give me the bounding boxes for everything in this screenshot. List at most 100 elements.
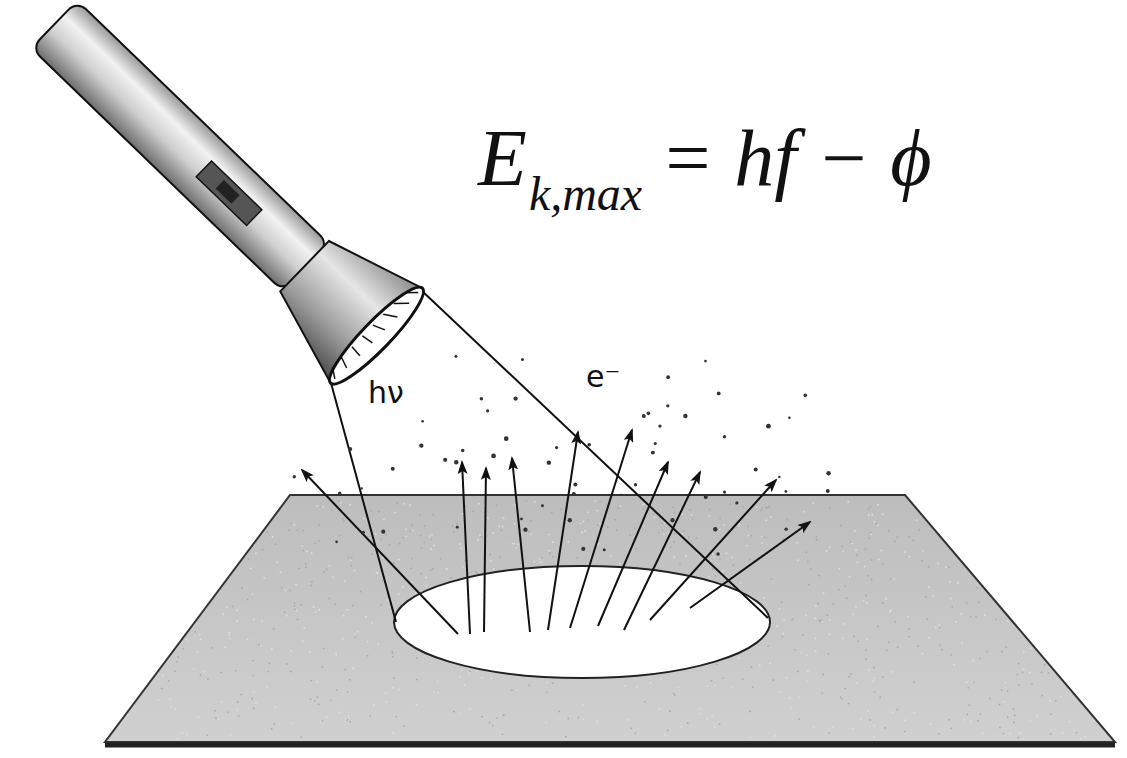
plate-speckle	[597, 722, 599, 724]
plate-speckle	[726, 553, 728, 555]
electron-dot	[587, 443, 591, 447]
plate-speckle	[345, 718, 347, 720]
plate-speckle	[462, 513, 464, 515]
plate-speckle	[738, 523, 740, 525]
plate-speckle	[403, 503, 405, 505]
electron-dot	[454, 460, 458, 464]
plate-speckle	[904, 731, 906, 733]
plate-speckle	[399, 543, 401, 545]
plate-speckle	[928, 586, 930, 588]
plate-speckle	[229, 638, 231, 640]
plate-speckle	[290, 522, 292, 524]
plate-speckle	[928, 637, 930, 639]
plate-speckle	[751, 666, 753, 668]
electron-dot	[541, 504, 544, 507]
plate-speckle	[174, 671, 176, 673]
plate-speckle	[722, 571, 724, 573]
plate-speckle	[357, 631, 359, 633]
plate-speckle	[743, 506, 745, 508]
plate-speckle	[913, 681, 915, 683]
electron-dot	[826, 471, 830, 475]
plate-speckle	[430, 539, 432, 541]
plate-speckle	[876, 523, 878, 525]
plate-speckle	[685, 555, 687, 557]
electron-dot	[670, 518, 674, 522]
electron-dot	[491, 454, 496, 459]
plate-speckle	[674, 512, 676, 514]
plate-speckle	[642, 504, 644, 506]
plate-speckle	[829, 732, 831, 734]
plate-speckle	[829, 619, 831, 621]
plate-speckle	[950, 728, 952, 730]
plate-speckle	[614, 519, 616, 521]
plate-speckle	[696, 537, 698, 539]
electron-dot	[666, 375, 670, 379]
plate-speckle	[406, 536, 408, 538]
plate-speckle	[462, 566, 464, 568]
plate-speckle	[1044, 664, 1046, 666]
plate-speckle	[802, 530, 804, 532]
plate-speckle	[157, 699, 159, 701]
plate-speckle	[779, 691, 781, 693]
plate-speckle	[565, 736, 567, 738]
plate-speckle	[865, 548, 867, 550]
plate-speckle	[798, 697, 800, 699]
plate-speckle	[880, 550, 882, 552]
plate-speckle	[206, 734, 208, 736]
plate-speckle	[927, 618, 929, 620]
plate-speckle	[322, 507, 324, 509]
plate-speckle	[276, 561, 278, 563]
plate-speckle	[398, 689, 400, 691]
electron-dot	[735, 501, 738, 504]
plate-speckle	[460, 713, 462, 715]
plate-speckle	[877, 626, 879, 628]
plate-speckle	[624, 685, 626, 687]
plate-speckle	[707, 686, 709, 688]
plate-speckle	[908, 636, 910, 638]
plate-speckle	[908, 628, 910, 630]
plate-speckle	[177, 738, 179, 740]
plate-speckle	[807, 561, 809, 563]
plate-speckle	[311, 680, 313, 682]
plate-speckle	[323, 571, 325, 573]
plate-speckle	[370, 715, 372, 717]
plate-speckle	[888, 530, 890, 532]
plate-speckle	[309, 652, 311, 654]
plate-speckle	[769, 663, 771, 665]
plate-speckle	[978, 602, 980, 604]
plate-speckle	[421, 547, 423, 549]
electron-arrow	[598, 462, 668, 626]
plate-speckle	[682, 533, 684, 535]
plate-speckle	[803, 511, 805, 513]
plate-speckle	[1005, 682, 1007, 684]
plate-speckle	[732, 686, 734, 688]
plate-speckle	[311, 553, 313, 555]
plate-speckle	[668, 532, 670, 534]
plate-speckle	[424, 542, 426, 544]
plate-speckle	[1023, 669, 1024, 671]
plate-speckle	[848, 676, 850, 678]
plate-speckle	[917, 646, 919, 648]
plate-speckle	[297, 529, 299, 531]
plate-speckle	[882, 513, 884, 515]
plate-speckle	[967, 714, 969, 716]
plate-speckle	[539, 561, 541, 563]
plate-speckle	[469, 708, 471, 710]
plate-speckle	[477, 539, 479, 541]
electron-dot	[456, 526, 459, 529]
plate-speckle	[596, 720, 598, 722]
plate-speckle	[252, 593, 254, 595]
plate-speckle	[496, 505, 498, 507]
plate-speckle	[171, 706, 173, 708]
flashlight-switch-knob	[216, 180, 240, 204]
plate-speckle	[363, 518, 365, 520]
electron-dot	[461, 449, 465, 453]
plate-speckle	[582, 718, 584, 720]
plate-speckle	[352, 605, 354, 607]
plate-speckle	[409, 530, 411, 532]
plate-speckle	[832, 603, 834, 605]
plate-speckle	[1050, 713, 1052, 715]
plate-speckle	[797, 559, 799, 561]
plate-speckle	[1018, 684, 1020, 686]
